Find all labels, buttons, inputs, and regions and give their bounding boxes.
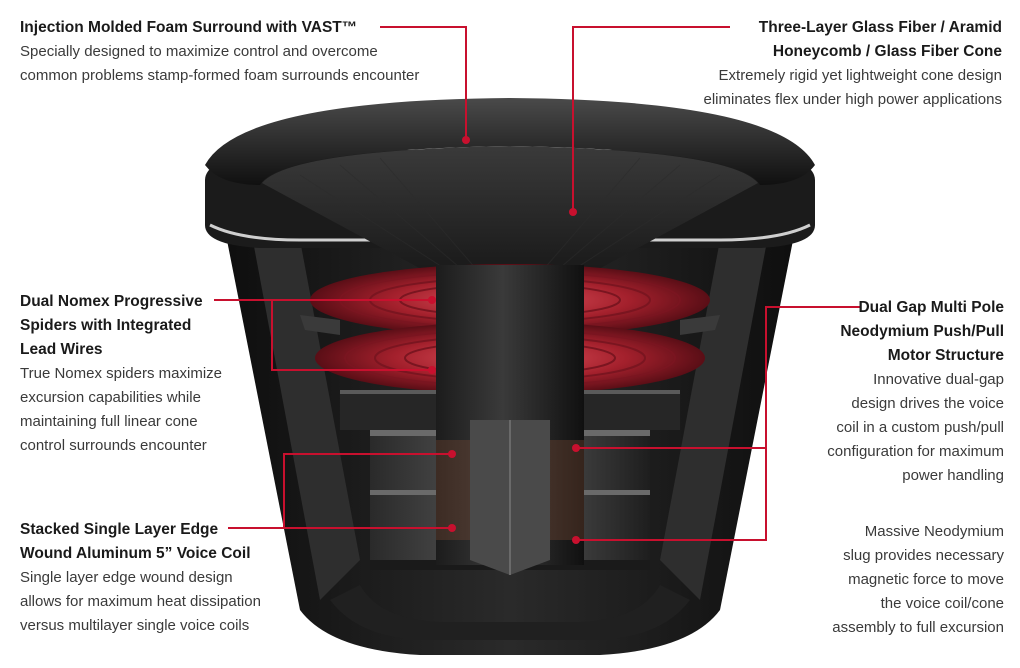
callout-heading: Injection Molded Foam Surround with VAST… xyxy=(20,16,460,40)
callout-body-line: Innovative dual-gap xyxy=(873,371,1004,388)
spider-shelf xyxy=(680,315,720,335)
callout-body-line: Extremely rigid yet lightweight cone des… xyxy=(718,67,1002,84)
callout-body: Massive Neodymium slug provides necessar… xyxy=(784,520,1004,640)
callout-body-line: coil in a custom push/pull xyxy=(836,419,1004,436)
callout-body-line: assembly to full excursion xyxy=(832,619,1004,636)
callout-heading-line: Dual Nomex Progressive xyxy=(20,293,203,310)
callout-body-line: versus multilayer single voice coils xyxy=(20,617,250,634)
callout-heading-line: Spiders with Integrated xyxy=(20,317,192,334)
spider-shelf xyxy=(300,315,340,335)
callout-body: Innovative dual-gap design drives the vo… xyxy=(784,368,1004,488)
callout-body-line: Massive Neodymium xyxy=(864,523,1004,540)
callout-heading-line: Neodymium Push/Pull xyxy=(840,323,1004,340)
callout-voice-coil: Stacked Single Layer Edge Wound Aluminum… xyxy=(20,518,320,638)
callout-body-line: Single layer edge wound design xyxy=(20,569,233,586)
callout-heading-line: Dual Gap Multi Pole xyxy=(858,299,1004,316)
leader-coil xyxy=(228,453,452,529)
callout-body-line: magnetic force to move xyxy=(848,571,1004,588)
callout-heading-line: Injection Molded Foam Surround with VAST… xyxy=(20,19,358,36)
callout-body-line: control surrounds encounter xyxy=(20,437,207,454)
foam-surround xyxy=(205,98,815,185)
callout-body-line: allows for maximum heat dissipation xyxy=(20,593,261,610)
callout-body: Specially designed to maximize control a… xyxy=(20,40,460,88)
leader-cone xyxy=(572,26,730,210)
cone xyxy=(262,146,758,290)
callout-body-line: design drives the voice xyxy=(851,395,1004,412)
callout-body-line: maintaining full linear cone xyxy=(20,413,198,430)
callout-heading-line: Motor Structure xyxy=(887,347,1004,364)
callout-body-line: eliminates flex under high power applica… xyxy=(703,91,1002,108)
callout-motor-structure: Dual Gap Multi Pole Neodymium Push/Pull … xyxy=(784,296,1004,488)
callout-heading: Three-Layer Glass Fiber / Aramid Honeyco… xyxy=(642,16,1002,64)
callout-heading-line: Lead Wires xyxy=(20,341,103,358)
callout-heading: Dual Nomex Progressive Spiders with Inte… xyxy=(20,290,260,362)
leader-motor xyxy=(576,306,860,541)
leader-dots xyxy=(428,136,580,544)
callout-body: Extremely rigid yet lightweight cone des… xyxy=(642,64,1002,112)
leader-foam xyxy=(380,26,467,138)
callout-body: True Nomex spiders maximize excursion ca… xyxy=(20,362,260,458)
callout-cone: Three-Layer Glass Fiber / Aramid Honeyco… xyxy=(642,16,1002,112)
callout-body-line: the voice coil/cone xyxy=(880,595,1004,612)
callout-body-line: common problems stamp-formed foam surrou… xyxy=(20,67,420,84)
callout-spiders: Dual Nomex Progressive Spiders with Inte… xyxy=(20,290,260,458)
callout-body-line: Specially designed to maximize control a… xyxy=(20,43,378,60)
callout-heading-line: Wound Aluminum 5” Voice Coil xyxy=(20,545,251,562)
callout-heading-line: Stacked Single Layer Edge xyxy=(20,521,219,538)
callout-body-line: True Nomex spiders maximize xyxy=(20,365,222,382)
callout-heading-line: Honeycomb / Glass Fiber Cone xyxy=(772,43,1002,60)
callout-heading: Stacked Single Layer Edge Wound Aluminum… xyxy=(20,518,320,566)
callout-neodymium-slug: Massive Neodymium slug provides necessar… xyxy=(784,520,1004,640)
callout-body-line: excursion capabilities while xyxy=(20,389,201,406)
callout-body-line: power handling xyxy=(902,467,1004,484)
callout-foam-surround: Injection Molded Foam Surround with VAST… xyxy=(20,16,460,88)
callout-body: Single layer edge wound design allows fo… xyxy=(20,566,320,638)
callout-body-line: slug provides necessary xyxy=(843,547,1004,564)
leader-lines xyxy=(214,26,860,541)
callout-heading: Dual Gap Multi Pole Neodymium Push/Pull … xyxy=(784,296,1004,368)
leader-spider-lower xyxy=(271,300,432,371)
callout-heading-line: Three-Layer Glass Fiber / Aramid xyxy=(758,19,1002,36)
callout-body-line: configuration for maximum xyxy=(827,443,1004,460)
